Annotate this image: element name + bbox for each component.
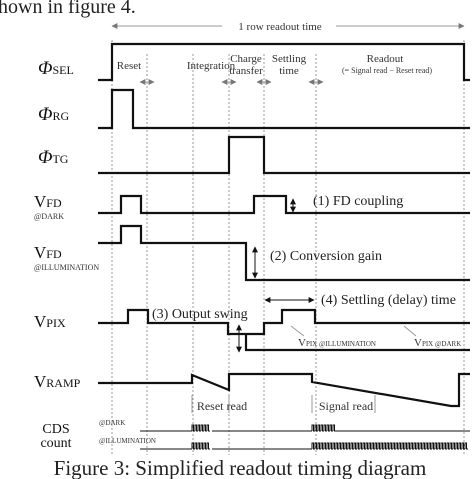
row-readout-time-label: 1 row readout time [238,21,322,33]
annotation-vpix-dark: VPIX @DARK [414,337,461,349]
annotation-vpix-illumination: VPIX @ILLUMINATION [298,337,376,349]
annotation-arrows [236,198,417,353]
label-vfd-illumination: VFD [34,243,62,262]
phase-readout: Readout [367,53,404,65]
phase-integration: Integration [187,60,236,72]
cds-illumination-signal-pulses [311,442,468,450]
header-text-fragment: hown in figure 4. [0,0,136,18]
phase-charge-transfer-2: transfer [229,65,263,77]
cds-dark-label: @DARK [99,419,125,427]
label-phi-sel: ΦSEL [38,58,74,79]
label-vpix: VPIX [34,312,66,331]
cds-illumination-reset-pulses [191,442,210,450]
phase-settling-1: Settling [272,53,307,65]
label-reset-read: Reset read [197,399,247,413]
figure-caption: Figure 3: Simplified readout timing diag… [54,456,427,479]
cds-dark-signal-pulses [311,424,336,432]
waveform-phi-rg [98,88,470,130]
annotation-settling-delay: (4) Settling (delay) time [321,293,456,308]
label-signal-read: Signal read [319,399,373,413]
phase-labels: Reset Integration Charge transfer Settli… [117,53,433,77]
annotation-conversion-gain: (2) Conversion gain [270,249,382,264]
label-count: count [40,436,71,451]
waveform-phi-sel [98,42,470,82]
waveform-phi-tg [98,135,470,175]
label-phi-tg: ΦTG [38,147,69,168]
phase-settling-2: time [279,65,299,77]
waveform-vfd-illumination [98,224,470,282]
cds-dark-reset-pulses [191,424,210,432]
signal-labels: ΦSEL ΦRG ΦTG VFD @DARK VFD @ILLUMINATION… [34,58,99,451]
waveform-vfd-dark [98,194,470,215]
annotation-output-swing: (3) Output swing [152,307,248,322]
waveform-vpix-illumination [244,334,470,352]
read-windows [191,395,376,413]
label-vfd-illumination-sub: @ILLUMINATION [34,263,99,272]
phase-guides [111,40,465,455]
waveform-vramp [98,372,470,408]
label-vramp: VRAMP [34,372,81,391]
label-phi-rg: ΦRG [38,104,69,125]
cds-illumination-label: @ILLUMINATION [99,437,156,445]
phase-reset: Reset [117,60,141,72]
phase-charge-transfer-1: Charge [230,53,262,65]
row-readout-time-span: 1 row readout time [111,18,465,34]
phase-readout-note: (= Signal read − Reset read) [342,66,432,75]
label-vfd-dark-sub: @DARK [34,212,64,221]
annotation-fd-coupling: (1) FD coupling [313,194,403,209]
label-vfd-dark: VFD [34,192,62,211]
label-cds: CDS [42,422,69,437]
